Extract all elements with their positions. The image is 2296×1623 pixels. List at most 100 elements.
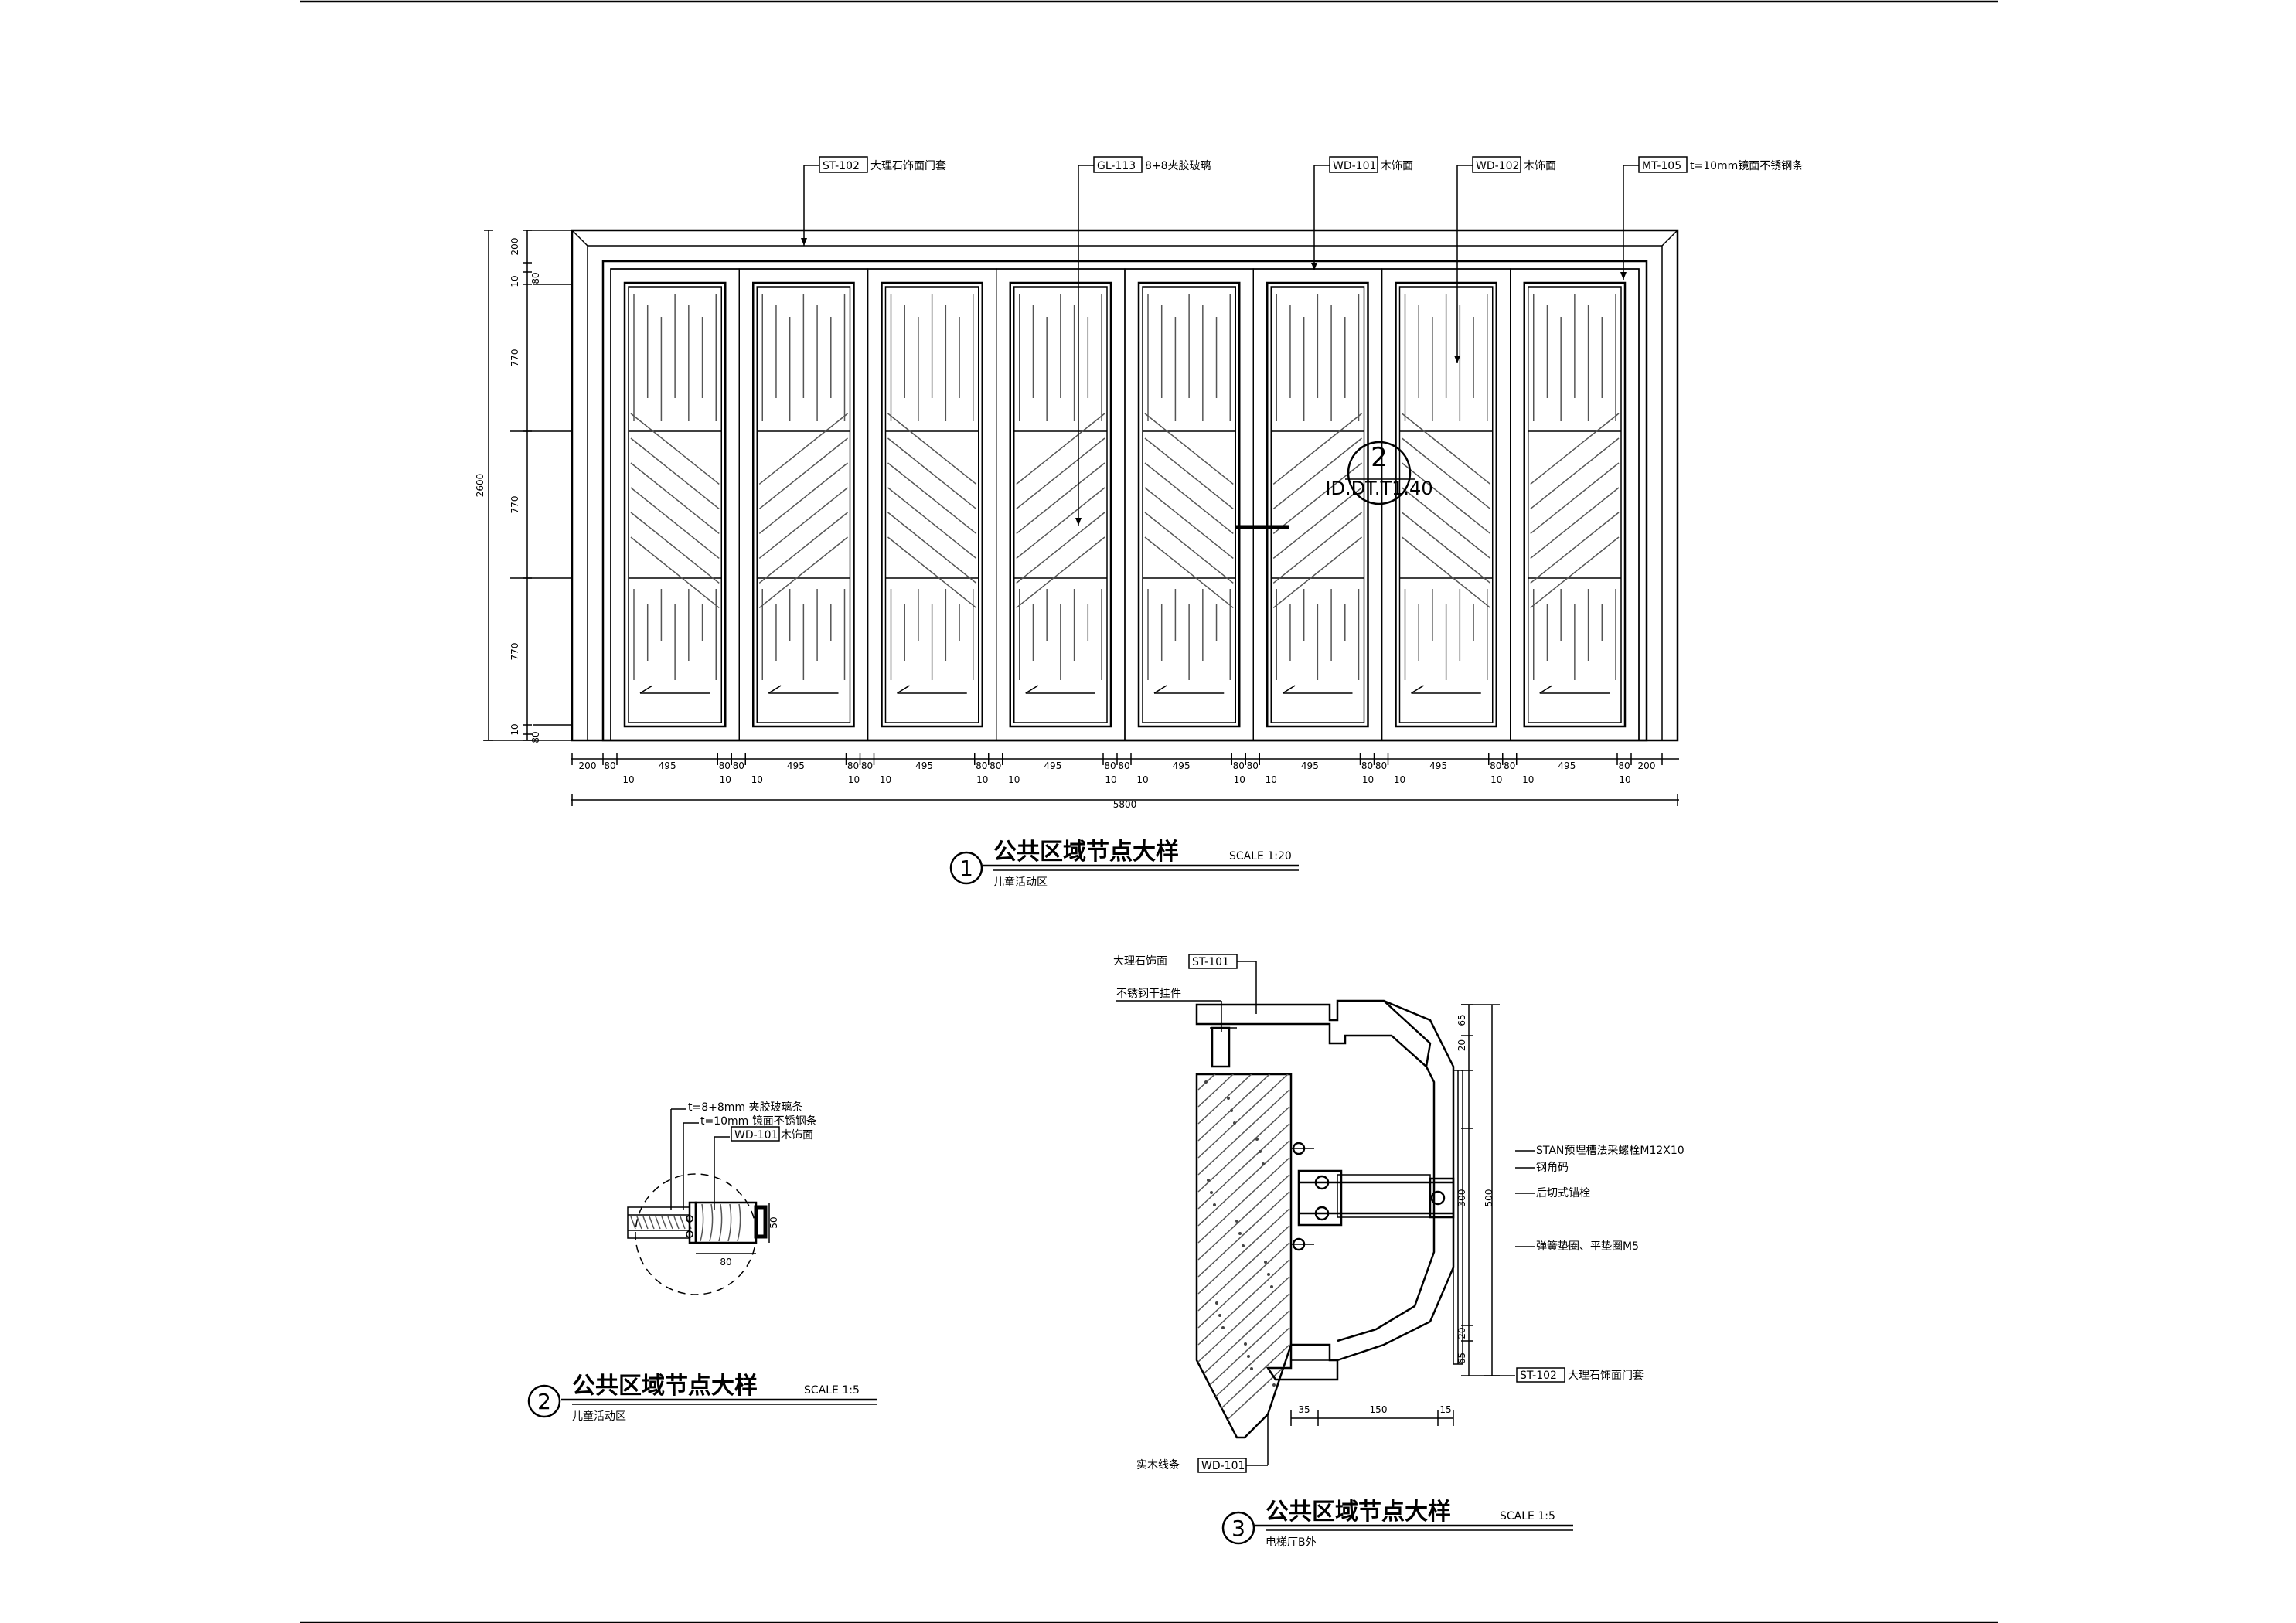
section-marker-number: 2	[1371, 442, 1388, 473]
callout-code: WD-102	[1476, 160, 1519, 172]
door-panels	[610, 268, 1640, 741]
door-surround-inner	[571, 230, 588, 740]
dimension-label: 80	[990, 760, 1001, 771]
dimension-label: 200	[579, 760, 597, 771]
right-label: 钢角码	[1515, 1162, 1569, 1174]
label-text: 弹簧垫圈、平垫圈M5	[1536, 1240, 1639, 1253]
dimension-label: 80	[720, 1257, 731, 1267]
right-label: STAN预埋槽法采螺栓M12X10	[1515, 1145, 1685, 1157]
dimension-label-small: 10	[1105, 774, 1116, 785]
dimension-label: 770	[509, 349, 520, 367]
dimension-label: 10	[509, 723, 520, 735]
dimension-label: 495	[1558, 760, 1576, 771]
dimension-label: 35	[1298, 1404, 1310, 1415]
callout-wd-101: WD-101 木饰面	[1311, 156, 1413, 270]
detail-2-label: t=8+8mm 夹胶玻璃条	[670, 1101, 803, 1210]
dimension-label: 80	[1490, 760, 1501, 771]
dimension-label-small: 10	[1394, 774, 1405, 785]
label-text: 大理石饰面门套	[1568, 1370, 1644, 1382]
label-st-102: ST-102 大理石饰面门套	[1484, 1367, 1644, 1383]
glass-panel	[1009, 281, 1112, 728]
dimension-label: 200	[1638, 760, 1656, 771]
title-number: 3	[1231, 1516, 1245, 1541]
callout-code: MT-105	[1642, 160, 1681, 172]
dimension-label: 20	[1456, 1039, 1467, 1051]
callout-mt-105: MT-105 t=10mm镜面不锈钢条	[1620, 156, 1803, 280]
dimension-label: 80	[976, 760, 987, 771]
label-text: t=8+8mm 夹胶玻璃条	[688, 1101, 803, 1114]
total-width-label: 5800	[1113, 799, 1137, 810]
dimension-label-small: 10	[1522, 774, 1534, 785]
dimension-label: 10	[509, 275, 520, 287]
dimension-label: 495	[915, 760, 933, 771]
glass-panel	[881, 281, 983, 728]
label-code: WD-101	[734, 1129, 778, 1142]
title-number: 2	[537, 1389, 551, 1414]
callout-text: 木饰面	[1381, 160, 1413, 172]
title-scale: SCALE 1:5	[1500, 1510, 1555, 1523]
dimension-label-small: 10	[1234, 774, 1245, 785]
callout-text: 木饰面	[1524, 160, 1556, 172]
concrete-wall	[1195, 1073, 1293, 1439]
label-text: 大理石饰面	[1113, 955, 1167, 968]
section-marker-ref: ID.DT.T1.40	[1325, 478, 1432, 499]
glass-panel	[1266, 281, 1369, 728]
dimension-label: 495	[659, 760, 676, 771]
right-label: 弹簧垫圈、平垫圈M5	[1515, 1240, 1639, 1253]
dimension-label-small: 10	[751, 774, 763, 785]
dimension-label: 495	[1044, 760, 1061, 771]
callout-text: t=10mm镜面不锈钢条	[1690, 159, 1803, 172]
steel-bracket	[1211, 1026, 1231, 1068]
dimension-label: 80	[530, 731, 541, 743]
dimension-label-small: 10	[1136, 774, 1148, 785]
dimension-label-small: 10	[720, 774, 731, 785]
dimension-label: 495	[1301, 760, 1319, 771]
dimension-label: 80	[847, 760, 859, 771]
dimension-label: 80	[1247, 760, 1259, 771]
dimension-label-small: 10	[848, 774, 860, 785]
label-code: ST-102	[1520, 1370, 1557, 1382]
label-text: 木饰面	[781, 1129, 813, 1142]
label-bracket: 不锈钢干挂件	[1116, 988, 1222, 1032]
dimension-label-small: 10	[1490, 774, 1502, 785]
label-text: 不锈钢干挂件	[1116, 988, 1181, 1000]
dimension-label-small: 10	[1619, 774, 1630, 785]
callout-text: 大理石饰面门套	[870, 160, 946, 172]
marble-cladding	[1195, 999, 1432, 1069]
dimension-label: 200	[509, 238, 520, 256]
detail-2-drawing	[627, 1173, 770, 1295]
glass-panel	[1523, 281, 1627, 728]
dimension-label-small: 10	[1266, 774, 1277, 785]
label-text: 后切式锚栓	[1536, 1187, 1590, 1199]
detail-2-label: t=10mm 镜面不锈钢条	[683, 1114, 817, 1210]
detail-3-drawing	[1195, 999, 1500, 1439]
dimension-label: 770	[509, 496, 520, 514]
title-subtitle: 儿童活动区	[993, 876, 1048, 889]
stone-casing	[1337, 999, 1455, 1362]
title-subtitle: 儿童活动区	[572, 1410, 626, 1423]
callout-code: WD-101	[1333, 160, 1376, 172]
dimension-label: 80	[1233, 760, 1245, 771]
dimension-label: 50	[768, 1216, 779, 1228]
door-elevation	[510, 229, 1679, 742]
dimension-label-small: 10	[1008, 774, 1020, 785]
dimension-label-small: 10	[622, 774, 634, 785]
dimension-label: 80	[530, 272, 541, 284]
dimension-label-small: 10	[880, 774, 891, 785]
title-scale: SCALE 1:20	[1229, 850, 1292, 863]
dimension-label: 80	[719, 760, 731, 771]
dimension-label: 300	[1456, 1189, 1467, 1207]
dimension-label: 65	[1456, 1352, 1467, 1364]
glass-panel	[752, 281, 855, 728]
dimension-label: 770	[509, 643, 520, 661]
